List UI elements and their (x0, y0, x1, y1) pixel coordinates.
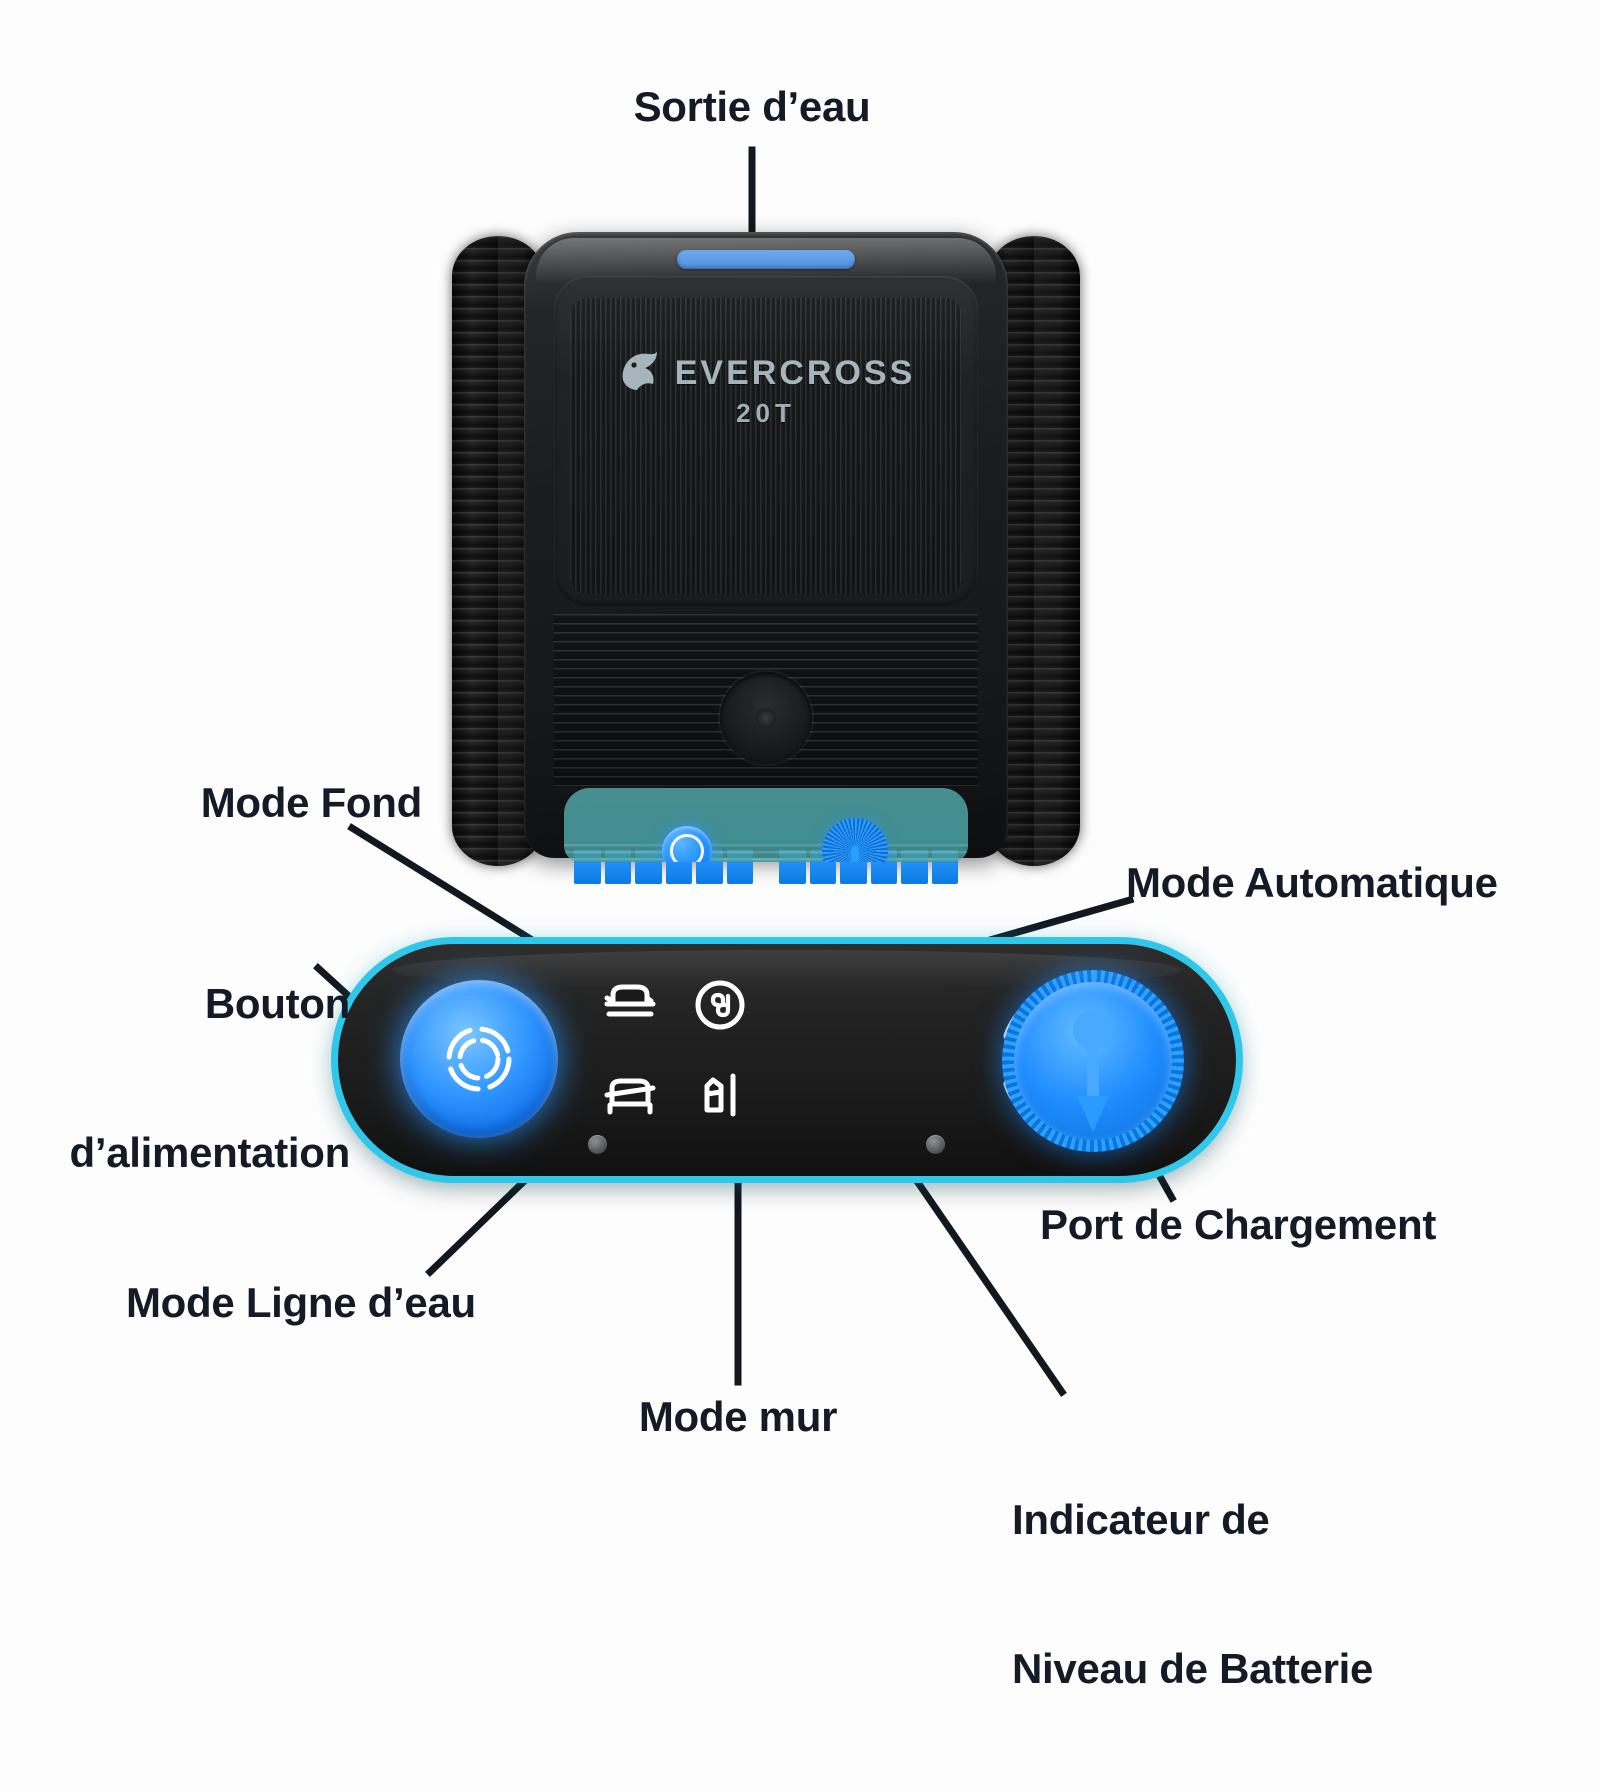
charging-port[interactable] (1002, 970, 1184, 1152)
auto-mode-icon[interactable] (683, 968, 757, 1042)
product-diagram: EVERCROSS 20T (0, 0, 1600, 1600)
robot-chassis: EVERCROSS 20T (524, 232, 1008, 884)
label-charging-port: Port de Chargement (1040, 1201, 1436, 1248)
label-wall-mode: Mode mur (638, 1393, 838, 1440)
label-power-button-line1: Bouton (204, 980, 350, 1028)
label-power-button: Bouton d’alimentation (0, 880, 351, 1276)
label-floor-mode: Mode Fond (200, 779, 423, 826)
pool-robot-illustration: EVERCROSS 20T (452, 228, 1080, 884)
label-water-outlet: Sortie d’eau (633, 83, 871, 130)
waterline-mode-icon[interactable] (593, 1064, 667, 1138)
label-battery-indicator-line2: Niveau de Batterie (1012, 1644, 1374, 1692)
wall-mode-icon[interactable] (683, 1064, 757, 1138)
floor-mode-icon[interactable] (593, 968, 667, 1042)
charging-port-icon (1073, 1010, 1113, 1132)
control-panel (338, 944, 1236, 1176)
label-battery-indicator-line1: Indicateur de (1012, 1496, 1270, 1544)
robot-power-button[interactable] (662, 826, 712, 862)
power-button[interactable] (400, 980, 558, 1138)
top-blue-strip (677, 250, 855, 269)
panel-screw-right (926, 1135, 945, 1154)
power-button-icon (446, 1026, 512, 1092)
label-waterline-mode: Mode Ligne d’eau (126, 1279, 476, 1326)
robot-charging-port[interactable] (822, 818, 888, 862)
label-auto-mode: Mode Automatique (1126, 859, 1498, 906)
label-power-button-line2: d’alimentation (69, 1128, 351, 1176)
robot-lid (554, 276, 978, 606)
panel-screw-left (588, 1135, 607, 1154)
label-battery-indicator: Indicateur de Niveau de Batterie (1012, 1396, 1572, 1792)
water-outlet-icon (720, 672, 812, 764)
panel-highlight-zone (564, 788, 968, 862)
mode-icon-group (593, 968, 973, 1152)
